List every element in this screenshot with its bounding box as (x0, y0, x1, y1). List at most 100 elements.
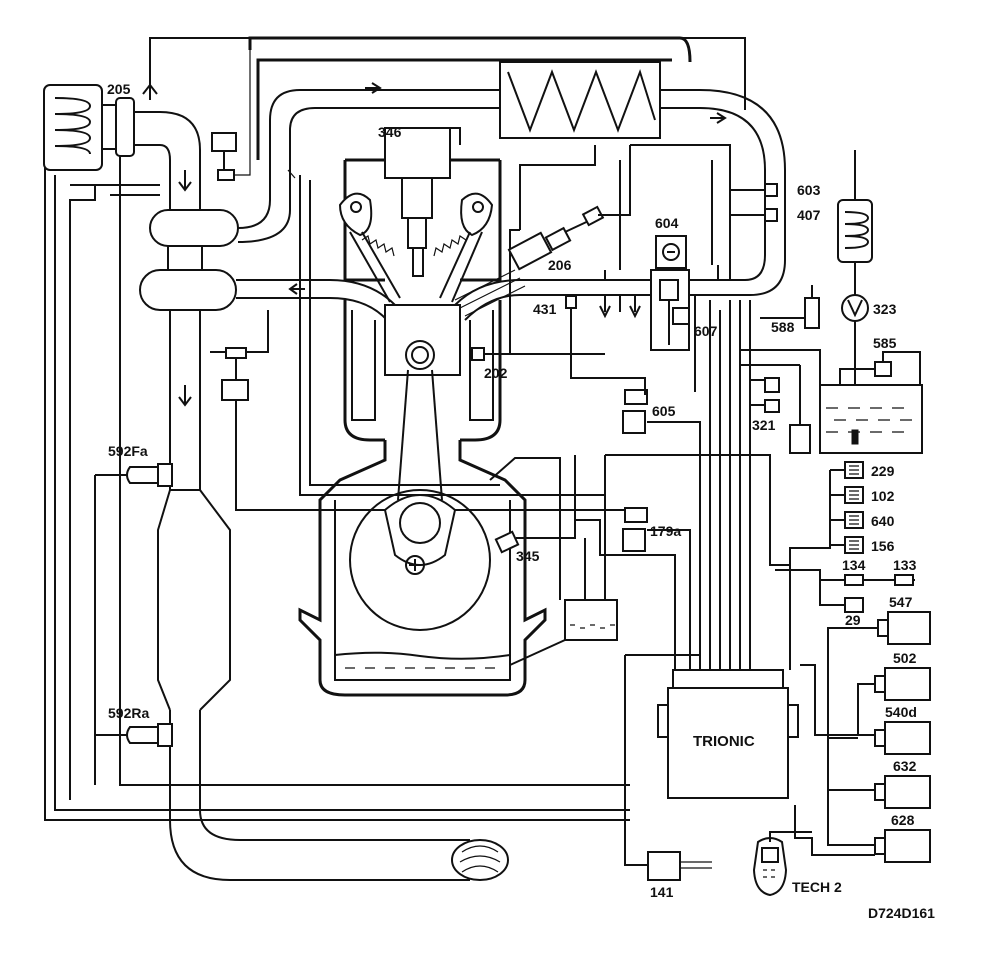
crankshaft (349, 489, 491, 631)
tech2-scanner-icon (752, 831, 812, 897)
module-632 (874, 775, 931, 809)
sensor-431 (565, 295, 646, 395)
valve-605 (622, 389, 701, 670)
fuel-tank (819, 351, 923, 454)
pressure-line (287, 169, 296, 179)
drawing-id: D724D161 (868, 905, 935, 921)
oil-sump (334, 651, 511, 669)
pressure-line (519, 145, 596, 230)
vacuum-connectors (599, 265, 719, 392)
label-141: 141 (650, 884, 674, 900)
engine-block (298, 300, 547, 697)
label-407: 407 (797, 207, 821, 223)
lambda-sensor-front (126, 463, 173, 487)
label-592Fa: 592Fa (108, 443, 148, 459)
valve-springs (361, 235, 467, 257)
arrow-right-icon (365, 82, 382, 94)
sensor-588 (760, 285, 820, 329)
module-wiring (794, 627, 878, 856)
trionic-label: TRIONIC (693, 733, 755, 750)
intercooler-icon (499, 61, 661, 139)
label-29: 29 (845, 612, 861, 628)
charge-pipe (660, 89, 786, 296)
connecting-rod (397, 369, 443, 501)
label-640: 640 (871, 513, 895, 529)
heater-core-icon (837, 150, 873, 295)
connector-stack (789, 461, 864, 565)
arrow-down-icon (178, 385, 192, 407)
label-588: 588 (771, 319, 795, 335)
exhaust-runner (329, 297, 386, 319)
label-229: 229 (871, 463, 895, 479)
label-321: 321 (752, 417, 776, 433)
label-345: 345 (516, 548, 540, 564)
intake-runner (454, 279, 690, 306)
label-205: 205 (107, 81, 131, 97)
charge-pipe-outer (256, 58, 672, 160)
sensor-345 (494, 455, 576, 554)
sensor-407 (730, 208, 778, 222)
wastegate-valve-icon (210, 310, 640, 511)
exhaust-runner (329, 279, 396, 306)
fuel-injector-206 (454, 145, 631, 317)
label-607: 607 (694, 323, 718, 339)
oil-level-sensor (509, 455, 618, 666)
fuel-pump-323 (841, 294, 869, 440)
label-585: 585 (873, 335, 897, 351)
arrow-down-icon (178, 170, 192, 192)
fuse-134-133 (775, 569, 915, 613)
bypass-valve-icon (211, 50, 251, 181)
main-harness (605, 300, 821, 670)
charge-pipe-outer (248, 36, 692, 63)
label-604: 604 (655, 215, 679, 231)
module-628 (874, 829, 931, 863)
pressure-line (299, 175, 606, 496)
charge-pipe (660, 107, 766, 281)
pressure-line (630, 144, 731, 280)
sensor-603 (730, 183, 778, 197)
sensor-202 (471, 229, 605, 361)
label-605: 605 (652, 403, 676, 419)
pressure-line (309, 180, 500, 486)
label-632: 632 (893, 758, 917, 774)
knock-sensor (489, 457, 561, 600)
throttle-body-604 (650, 235, 690, 351)
label-133: 133 (893, 557, 917, 573)
air-filter-icon (43, 84, 135, 171)
label-102: 102 (871, 488, 895, 504)
label-tech2: TECH 2 (792, 879, 842, 895)
arrow-right-icon (710, 112, 727, 124)
module-547 (877, 611, 931, 645)
exhaust-pipe (157, 489, 509, 881)
frame-wiring (44, 37, 746, 821)
label-628: 628 (891, 812, 915, 828)
label-540d: 540d (885, 704, 917, 720)
module-540d (874, 721, 931, 755)
label-603: 603 (797, 182, 821, 198)
arrow-up-icon (142, 83, 158, 100)
sensor-141 (647, 851, 712, 881)
label-202: 202 (484, 365, 508, 381)
label-592Ra: 592Ra (108, 705, 149, 721)
label-502: 502 (893, 650, 917, 666)
intake-pipe (134, 89, 500, 490)
trionic-ecu (624, 654, 799, 866)
lambda-sensor-rear (126, 723, 173, 747)
valve-179a (575, 507, 691, 670)
relay-321 (764, 365, 811, 454)
camshaft-left (338, 192, 401, 303)
piston (384, 304, 461, 376)
arrow-left-icon (288, 283, 305, 295)
label-179a: 179a (650, 523, 681, 539)
label-547: 547 (889, 594, 913, 610)
label-206: 206 (548, 257, 572, 273)
module-502 (874, 667, 931, 701)
intake-runner (464, 294, 690, 321)
label-431: 431 (533, 301, 557, 317)
label-134: 134 (842, 557, 866, 573)
camshaft-right (439, 192, 494, 303)
label-323: 323 (873, 301, 897, 317)
label-346: 346 (378, 124, 402, 140)
label-156: 156 (871, 538, 895, 554)
